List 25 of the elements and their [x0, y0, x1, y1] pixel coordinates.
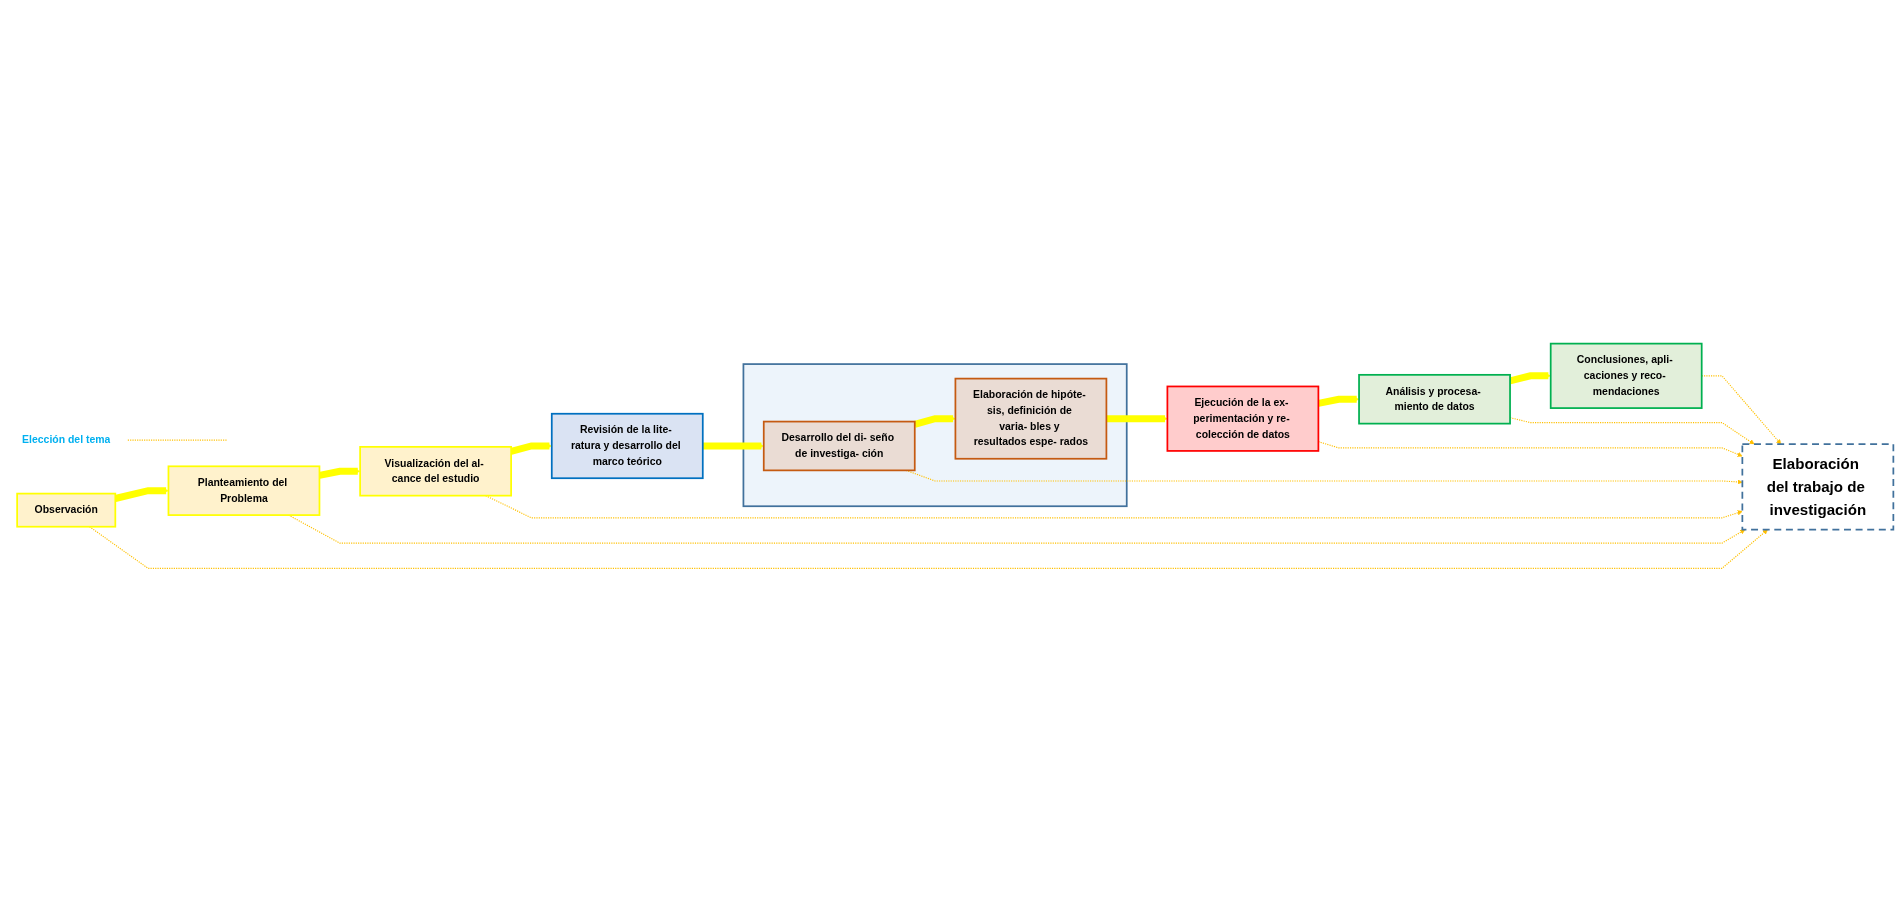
node-box: Revisión de la lite- ratura y desarrollo del marco teórico: [550, 412, 704, 480]
connector: [127, 439, 228, 441]
node-text: Elección del tema: [22, 434, 111, 446]
arrow: [913, 415, 956, 428]
node-box: Observación: [16, 492, 117, 528]
arrow: [114, 487, 169, 502]
arrow: [510, 442, 552, 455]
cluster: [742, 363, 1128, 508]
arrow: [1106, 415, 1168, 423]
node-box: Ejecución de la ex- perimentación y re- colección de datos: [1166, 385, 1320, 452]
arrow: [1509, 372, 1551, 385]
arrow: [88, 526, 1768, 569]
arrow: [485, 495, 1743, 519]
arrow: [318, 467, 361, 479]
arrow: [1317, 395, 1360, 407]
node-box: Análisis y procesa- miento de datos: [1358, 373, 1511, 425]
node-box: Conclusiones, apli- caciones y reco- mendaciones: [1549, 342, 1703, 409]
arrow: [1701, 375, 1782, 445]
arrow: [702, 442, 764, 450]
node-box: Visualización del al- cance del estudio: [359, 446, 512, 497]
node-box: Elaboración de hipóte- sis, definición de varia- bles y resultados espe- rados: [954, 377, 1108, 460]
node-box: Elaboración del trabajo de investigación: [1741, 443, 1895, 531]
node-box: Desarrollo del di- seño de investiga- ción: [762, 420, 916, 472]
arrow: [288, 514, 1746, 544]
node-box: Planteamiento del Problema: [167, 465, 321, 516]
